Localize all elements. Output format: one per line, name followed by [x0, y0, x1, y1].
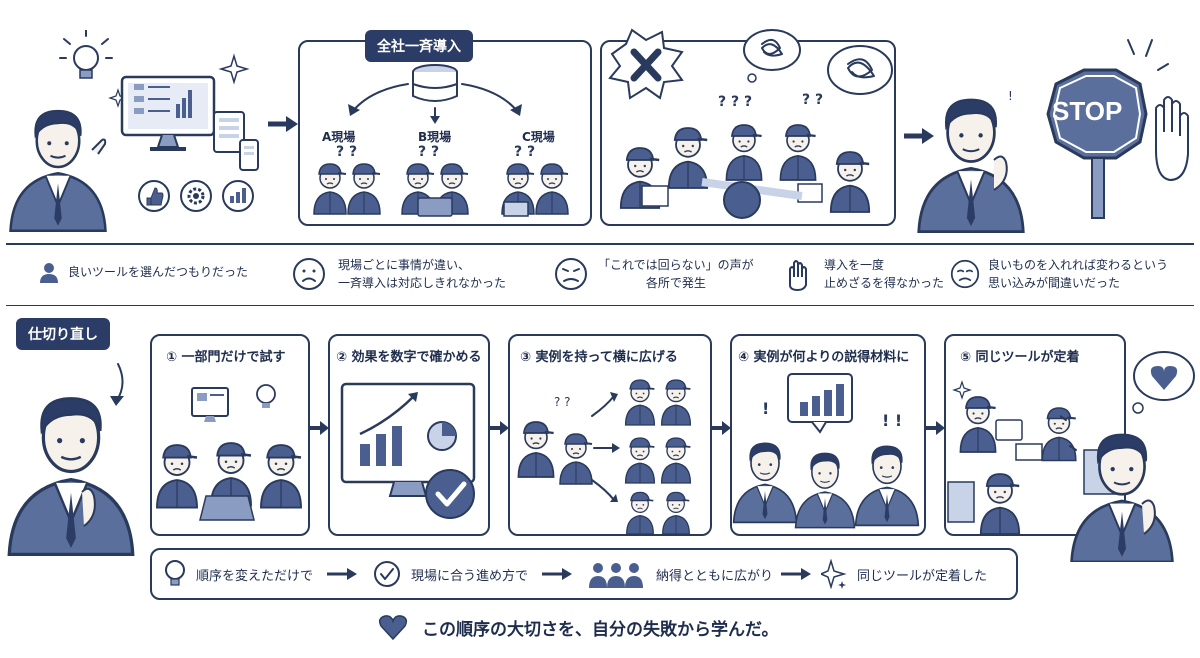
step-2-illustration: [340, 382, 476, 519]
restart-businessman: [7, 363, 135, 557]
issue-item-1: 良いツールを選んだつもりだった: [38, 261, 248, 283]
tangle-thought-icon-2: [827, 45, 893, 95]
step-title-4: ④ 実例が何よりの説得材料に: [738, 350, 910, 365]
step-4-illustration: ! ! !: [732, 373, 920, 529]
check-circle-icon: [374, 561, 401, 587]
svg-text:? ?: ? ?: [418, 144, 439, 160]
svg-text:? ? ?: ? ? ?: [718, 94, 752, 110]
hand-stop-icon: [1155, 96, 1189, 182]
flow-text-1: 順序を変えただけで: [196, 568, 314, 584]
rollout-illustration: ? ? ? ? ? ?: [312, 64, 570, 217]
issue-text-1: 良いツールを選んだつもりだった: [68, 265, 249, 279]
hand-stop-icon: [789, 260, 807, 291]
flow-arrow-2: [542, 568, 573, 580]
issue-item-5: 良いものを入れれば変わるという 思い込みが間違いだった: [950, 256, 1168, 292]
svg-text:? ?: ? ?: [802, 92, 823, 108]
confusion-illustration: ? ? ? ? ?: [608, 28, 893, 219]
frustrated-face-icon: [555, 258, 587, 290]
disappointed-face-icon: [950, 259, 980, 289]
arrow-2-3: [490, 421, 509, 435]
arrow-1-2: [310, 421, 329, 435]
group-icon: [589, 563, 644, 588]
svg-text:! !: ! !: [882, 411, 902, 430]
flow-item-3: 納得とともに広がり: [588, 560, 773, 588]
step-title-2: ② 効果を数字で確かめる: [336, 350, 482, 365]
issue-text-4: 導入を一度 止めざるを得なかった: [824, 258, 945, 290]
chart-icon: [222, 180, 254, 212]
flow-item-1: 順序を変えただけで: [164, 559, 313, 589]
step-3-illustration: ? ?: [517, 379, 692, 534]
issue-item-3: 「これでは回らない」の声が 各所で発生: [554, 256, 754, 292]
idea-scene: [9, 30, 298, 232]
lesson-text: この順序の大切さを、自分の失敗から学んだ。: [422, 619, 779, 640]
flow-text-3: 納得とともに広がり: [656, 568, 774, 584]
svg-text:!: !: [1008, 89, 1013, 103]
issue-item-4: 導入を一度 止めざるを得なかった: [784, 256, 944, 292]
gear-icon: [180, 180, 212, 212]
step-title-3: ③ 実例を持って横に広げる: [520, 350, 678, 365]
svg-text:? ?: ? ?: [336, 144, 357, 160]
database-icon: [412, 64, 458, 102]
restart-tag: 仕切り直し: [16, 318, 110, 350]
svg-text:? ?: ? ?: [514, 144, 535, 160]
flow-arrow-1: [327, 568, 358, 580]
stop-sign-icon: [1046, 68, 1148, 219]
heart-thought-icon: [1132, 351, 1195, 414]
issue-text-2: 現場ごとに事情が違い、 一斉導入は対応しきれなかった: [338, 258, 507, 290]
lightbulb-icon: [165, 560, 185, 586]
stop-sign-text: STOP: [1052, 96, 1123, 126]
site-a-label: A現場: [322, 130, 356, 144]
flow-item-2: 現場に合う進め方で: [373, 560, 528, 588]
step-title-5: ⑤ 同じツールが定着: [960, 350, 1080, 365]
person-icon: [40, 263, 58, 283]
sad-face-icon: [293, 258, 325, 290]
company-wide-rollout-tag: 全社一斉導入: [365, 30, 473, 62]
heart-icon: [378, 615, 408, 640]
top-divider: [6, 243, 1194, 245]
issue-item-2: 現場ごとに事情が違い、 一斉導入は対応しきれなかった: [292, 256, 506, 292]
arrow-4-5: [926, 421, 945, 435]
stop-scene: !: [904, 39, 1189, 234]
thumbs-up-icon: [138, 180, 170, 212]
summary-flow-bar: 順序を変えただけで 現場に合う進め方で 納得とともに広がり 同じツールが定着した: [150, 548, 1018, 600]
step-title-1: ① 一部門だけで試す: [166, 350, 286, 365]
x-mark-icon: [608, 28, 684, 100]
flow-arrow-3: [781, 568, 812, 580]
flow-text-2: 現場に合う進め方で: [411, 568, 529, 584]
site-b-label: B現場: [418, 130, 452, 144]
step-1-illustration: [155, 384, 303, 521]
site-c-label: C現場: [522, 130, 555, 144]
middle-divider: [6, 305, 1194, 306]
arrow-3-4: [712, 421, 731, 435]
issue-text-3: 「これでは回らない」の声が 各所で発生: [598, 258, 754, 290]
flow-item-4: 同じツールが定着した: [821, 559, 987, 589]
check-circle-icon: [425, 469, 475, 519]
lightbulb-icon: [59, 30, 113, 79]
flow-text-4: 同じツールが定着した: [857, 568, 988, 584]
sparkle-icon: [821, 559, 847, 589]
lesson-line: この順序の大切さを、自分の失敗から学んだ。: [378, 614, 779, 640]
satisfied-businessman: [1060, 351, 1195, 562]
issue-text-5: 良いものを入れれば変わるという 思い込みが間違いだった: [988, 258, 1169, 290]
svg-text:? ?: ? ?: [554, 395, 571, 409]
svg-text:!: !: [762, 399, 769, 418]
tangle-thought-icon: [743, 29, 801, 83]
